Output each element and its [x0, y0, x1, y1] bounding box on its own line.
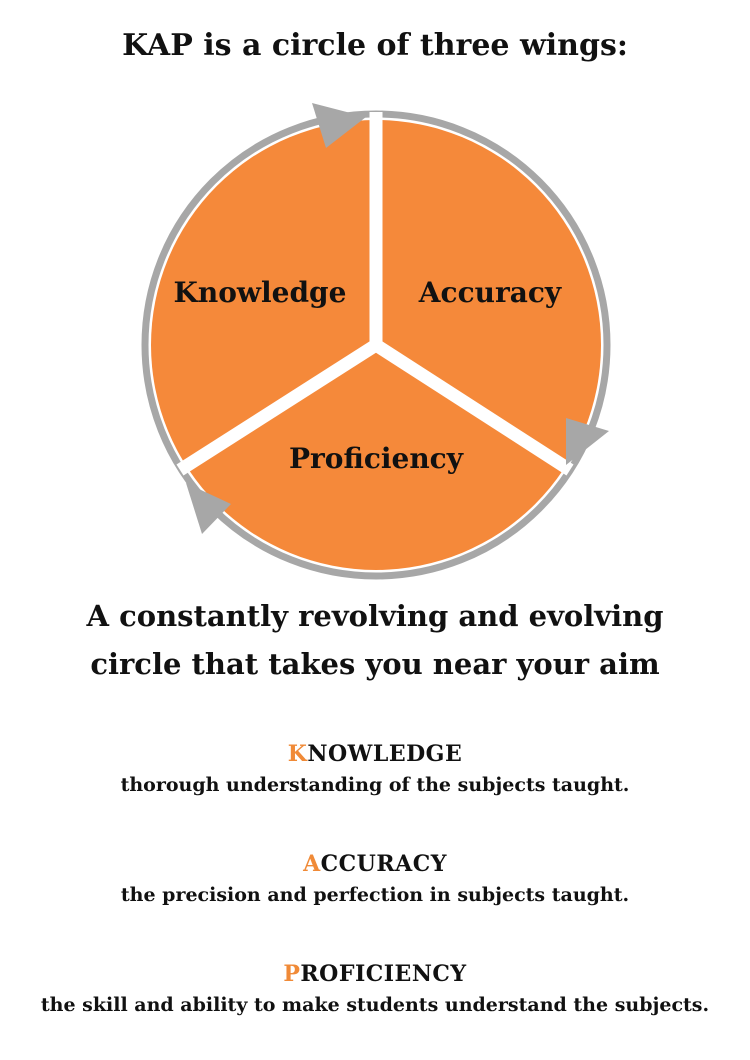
separator-left — [176, 339, 380, 476]
definition-text: thorough understanding of the subjects t… — [120, 774, 630, 796]
wing-separators — [176, 112, 574, 476]
definition-term: KNOWLEDGE — [0, 738, 750, 770]
definition-proficiency: PROFICIENCY the skill and ability to mak… — [0, 958, 750, 1020]
wing-label-accuracy: Accuracy — [418, 276, 562, 309]
definition-term: ACCURACY — [0, 848, 750, 880]
definition-text: the precision and perfection in subjects… — [120, 884, 630, 906]
definition-knowledge: KNOWLEDGE thorough understanding of the … — [0, 738, 750, 800]
arrow-right-icon — [566, 418, 609, 465]
definition-term: PROFICIENCY — [0, 958, 750, 990]
wing-label-knowledge: Knowledge — [174, 276, 347, 309]
tagline-line-1: A constantly revolving and evolving — [86, 599, 664, 633]
definition-initial: P — [283, 961, 301, 987]
definition-initial: K — [287, 741, 308, 767]
definition-term-rest: NOWLEDGE — [307, 741, 463, 767]
tagline: A constantly revolving and evolving circ… — [0, 592, 750, 688]
arrow-top-icon — [312, 103, 366, 148]
tagline-line-2: circle that takes you near your aim — [90, 647, 660, 681]
definition-term-rest: CCURACY — [320, 851, 447, 877]
definition-accuracy: ACCURACY the precision and perfection in… — [0, 848, 750, 910]
kap-cycle-diagram: Knowledge Accuracy Proficiency — [141, 103, 611, 580]
separator-right — [372, 339, 574, 476]
definition-initial: A — [303, 851, 321, 877]
page-title: KAP is a circle of three wings: — [122, 28, 628, 63]
definition-text: the skill and ability to make students u… — [40, 994, 710, 1016]
arrow-bottom-left-icon — [186, 483, 231, 534]
definition-term-rest: ROFICIENCY — [300, 961, 467, 987]
wing-label-proficiency: Proficiency — [289, 442, 464, 475]
